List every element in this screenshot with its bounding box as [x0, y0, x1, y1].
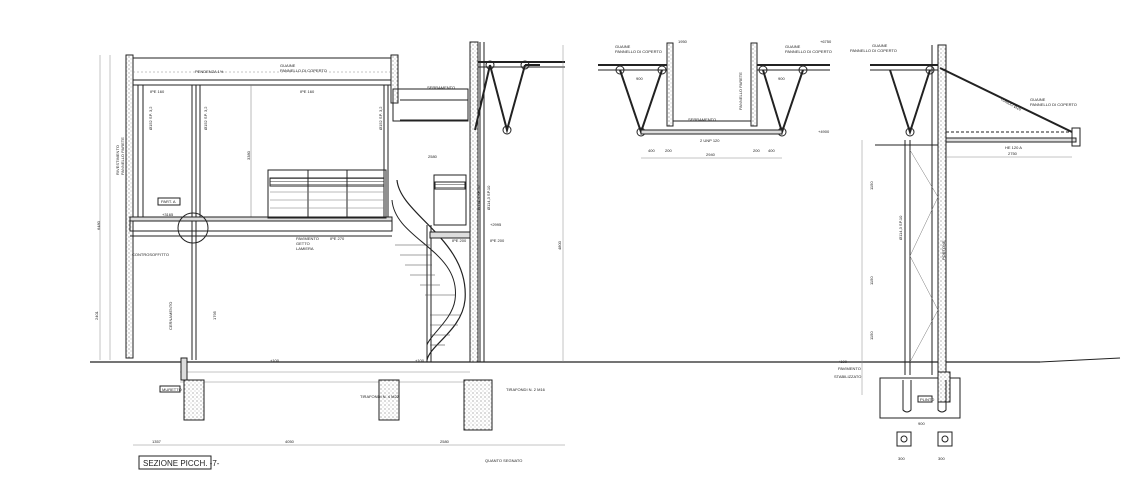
dim-1150-c: 1150 — [869, 331, 874, 340]
label-muretto: MURETTO — [162, 387, 182, 392]
dim-2940: 2940 — [706, 152, 716, 157]
label-ipe270: IPE 270 — [330, 236, 345, 241]
level-6750: +6750 — [820, 39, 832, 44]
dim-4050: 4050 — [285, 439, 295, 444]
label-pannello-coperto: PANNELLO DI COPERTO — [280, 68, 327, 73]
label-unp: 2 UNP 120 — [700, 138, 720, 143]
level-4900: +4900 — [818, 129, 830, 134]
spiral-stair — [391, 179, 471, 362]
label-ipe160-b: IPE 160 — [300, 89, 315, 94]
level-2995: +2995 — [490, 222, 502, 227]
dim-2580-top: 2580 — [428, 154, 438, 159]
dim-300-b: 300 — [938, 456, 945, 461]
label-portone: PORTONE — [941, 240, 946, 260]
level-3165: +3165 — [162, 212, 174, 217]
label-controsoffitto: CONTROSOFFITTO — [132, 252, 169, 257]
label-part-a: PART. A — [161, 199, 176, 204]
label-lamiera: LAMIERA — [296, 246, 314, 251]
label-guaine: GUAINE — [280, 63, 296, 68]
label-pavimento: PAVIMENTO — [296, 236, 319, 241]
label-tondo: TONDO Ø20 — [1000, 96, 1023, 112]
label-plinto: PLINTO — [920, 397, 934, 402]
label-pendenza: PENDENZA 1% — [195, 69, 224, 74]
label-pannello-coperto-right: PANNELLO DI COPERTO — [850, 48, 897, 53]
dim-900-b: 900 — [778, 76, 785, 81]
label-pannello-coperto-mid: PANNELLO DI COPERTO — [615, 49, 662, 54]
label-serramento-mid: SERRAMENTO — [688, 117, 716, 122]
label-guaine-mid2: GUAINE — [785, 44, 801, 49]
label-ipe200-b: IPE 200 — [490, 238, 505, 243]
railing-panels — [267, 169, 467, 226]
label-pavimento-right: PAVIMENTO — [838, 366, 861, 371]
level-100-b: +100 — [270, 358, 280, 363]
label-tube-3: Ø152 SP. 3,2 — [378, 106, 383, 130]
middle-column-truss — [469, 41, 565, 363]
dim-6480: 6480 — [96, 220, 101, 230]
level-100-c: +100 — [838, 359, 848, 364]
dim-1150-b: 1150 — [869, 276, 874, 285]
dim-400-a: 400 — [648, 148, 655, 153]
label-tube114-c: Ø114,3 SP.10 — [898, 215, 903, 240]
label-he: HE 120 A — [1005, 145, 1022, 150]
label-serramento: SERRAMENTO — [427, 85, 455, 90]
label-ipe200-a: IPE 200 — [452, 238, 467, 243]
section-title-text: SEZIONE PICCH. -7- — [143, 459, 220, 468]
annotations: GUAINE PANNELLO DI COPERTO PENDENZA 1% I… — [115, 39, 1077, 463]
dim-2580: 2580 — [440, 439, 450, 444]
dim-2401: 2401 — [94, 310, 99, 320]
dim-1357: 1357 — [152, 439, 162, 444]
dim-300-a: 300 — [898, 456, 905, 461]
label-stabilizzato: STABILIZZATO — [834, 374, 861, 379]
muretto-box — [159, 385, 181, 393]
dim-1150-a: 1150 — [869, 181, 874, 190]
label-tube-1: Ø152 SP. 3,2 — [148, 106, 153, 130]
label-guaine-right: GUAINE — [872, 43, 888, 48]
label-ipe160-a: IPE 160 — [150, 89, 165, 94]
section-title: SEZIONE PICCH. -7- — [138, 455, 220, 470]
label-cernamento: CERNAMENTO — [168, 302, 173, 330]
label-tirafondi-1: TIRAFONDI N. 4 M22 — [360, 394, 400, 399]
dim-4800: 4800 — [557, 240, 562, 250]
ground-line — [90, 357, 1121, 383]
label-pannello-parete: PANNELLO PARETE — [120, 137, 125, 175]
plinto-box — [917, 395, 933, 403]
dim-400-b: 400 — [768, 148, 775, 153]
label-guaine-right2: GUAINE — [1030, 97, 1046, 102]
dim-900-c: 900 — [918, 421, 925, 426]
label-pannello-coperto-mid2: PANNELLO DI COPERTO — [785, 49, 832, 54]
footings — [180, 357, 493, 431]
label-tube-2: Ø152 SP. 3,2 — [203, 106, 208, 130]
label-getto: GETTO — [296, 241, 310, 246]
dim-2750: 2750 — [1008, 151, 1018, 156]
dim-200-a: 200 — [665, 148, 672, 153]
label-rivestimento: RIVESTIMENTO — [115, 145, 120, 175]
dim-3380: 3380 — [246, 150, 251, 160]
dimension-lines — [99, 45, 1072, 446]
label-pannello-coperto-right2: PANNELLO DI COPERTO — [1030, 102, 1077, 107]
label-guaine-mid: GUAINE — [615, 44, 631, 49]
roof-truss-detail — [598, 42, 830, 137]
label-tirafondi-2: TIRAFONDI N. 2 M16 — [506, 387, 546, 392]
dim-200-b: 200 — [753, 148, 760, 153]
part-a-box — [157, 197, 181, 206]
dimension-values: 1357 4050 2580 2940 2750 1950 2580 400 2… — [94, 39, 1018, 461]
label-quanto-segnato: QUANTO SEGNATO — [485, 458, 522, 463]
label-tube114-b: Ø114,3 SP.10 — [486, 185, 491, 210]
dim-900-a: 900 — [636, 76, 643, 81]
left-building — [125, 54, 469, 360]
label-tube114-a: Ø114,3 SP.10 — [476, 185, 481, 210]
dim-1795: 1795 — [212, 310, 217, 320]
level-100-a: +100 — [415, 358, 425, 363]
dim-1950: 1950 — [678, 39, 688, 44]
label-pannello-parete-mid: PANNELLO PARETE — [738, 72, 743, 110]
